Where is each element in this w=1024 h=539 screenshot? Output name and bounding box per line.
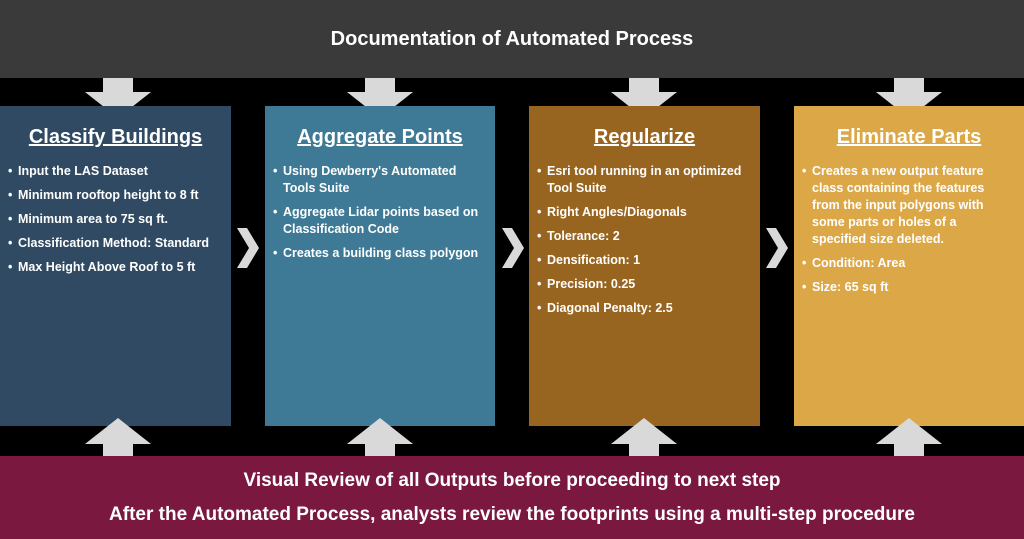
bullet-item: Aggregate Lidar points based on Classifi… bbox=[273, 204, 485, 238]
up-arrow-4 bbox=[876, 418, 942, 458]
bullet-item: Classification Method: Standard bbox=[8, 235, 221, 252]
step-bullet-list: Input the LAS Dataset Minimum rooftop he… bbox=[0, 163, 231, 276]
down-arrow-4 bbox=[876, 78, 942, 118]
step-bullet-list: Esri tool running in an optimized Tool S… bbox=[529, 163, 760, 317]
bullet-item: Size: 65 sq ft bbox=[802, 279, 1014, 296]
step-bullet-list: Creates a new output feature class conta… bbox=[794, 163, 1024, 296]
bullet-item: Tolerance: 2 bbox=[537, 228, 750, 245]
header-title: Documentation of Automated Process bbox=[330, 28, 694, 50]
step-box-classify-buildings: Classify Buildings Input the LAS Dataset… bbox=[0, 106, 231, 426]
header-banner: Documentation of Automated Process bbox=[0, 0, 1024, 78]
footer-line-1: Visual Review of all Outputs before proc… bbox=[243, 470, 781, 491]
step-box-aggregate-points: Aggregate Points Using Dewberry's Automa… bbox=[265, 106, 495, 426]
bullet-item: Using Dewberry's Automated Tools Suite bbox=[273, 163, 485, 197]
step-box-eliminate-parts: Eliminate Parts Creates a new output fea… bbox=[794, 106, 1024, 426]
down-arrow-1 bbox=[85, 78, 151, 118]
chevron-right-icon bbox=[502, 228, 524, 268]
up-arrow-3 bbox=[611, 418, 677, 458]
down-arrow-3 bbox=[611, 78, 677, 118]
bullet-item: Input the LAS Dataset bbox=[8, 163, 221, 180]
footer-banner: Visual Review of all Outputs before proc… bbox=[0, 456, 1024, 539]
bullet-item: Creates a building class polygon bbox=[273, 245, 485, 262]
bullet-item: Diagonal Penalty: 2.5 bbox=[537, 300, 750, 317]
chevron-right-icon bbox=[766, 228, 788, 268]
bullet-item: Creates a new output feature class conta… bbox=[802, 163, 1014, 248]
bullet-item: Right Angles/Diagonals bbox=[537, 204, 750, 221]
step-title: Classify Buildings bbox=[28, 126, 203, 148]
bullet-item: Minimum rooftop height to 8 ft bbox=[8, 187, 221, 204]
bullet-item: Minimum area to 75 sq ft. bbox=[8, 211, 221, 228]
step-title: Aggregate Points bbox=[297, 126, 463, 148]
bullet-item: Esri tool running in an optimized Tool S… bbox=[537, 163, 750, 197]
step-bullet-list: Using Dewberry's Automated Tools Suite A… bbox=[265, 163, 495, 262]
chevron-right-icon bbox=[237, 228, 259, 268]
bullet-item: Condition: Area bbox=[802, 255, 1014, 272]
up-arrow-1 bbox=[85, 418, 151, 458]
bullet-item: Max Height Above Roof to 5 ft bbox=[8, 259, 221, 276]
step-box-regularize: Regularize Esri tool running in an optim… bbox=[529, 106, 760, 426]
up-arrow-2 bbox=[347, 418, 413, 458]
bullet-item: Densification: 1 bbox=[537, 252, 750, 269]
down-arrow-2 bbox=[347, 78, 413, 118]
footer-line-2: After the Automated Process, analysts re… bbox=[109, 504, 915, 525]
step-title: Regularize bbox=[593, 126, 696, 148]
step-title: Eliminate Parts bbox=[836, 126, 982, 148]
bullet-item: Precision: 0.25 bbox=[537, 276, 750, 293]
